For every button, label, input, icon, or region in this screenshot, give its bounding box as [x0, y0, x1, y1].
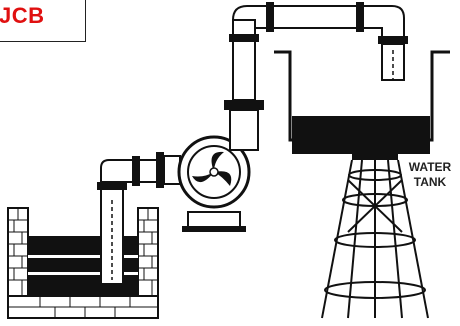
tank-label-line2: TANK — [400, 175, 460, 189]
delivery-pipe — [229, 2, 408, 100]
water-tank — [274, 52, 450, 160]
logo-frame: JCB — [0, 0, 86, 42]
sump-pit — [8, 208, 158, 318]
logo-text: JCB — [0, 3, 45, 29]
tank-label-line1: WATER — [400, 160, 460, 174]
centrifugal-pump — [179, 100, 264, 232]
